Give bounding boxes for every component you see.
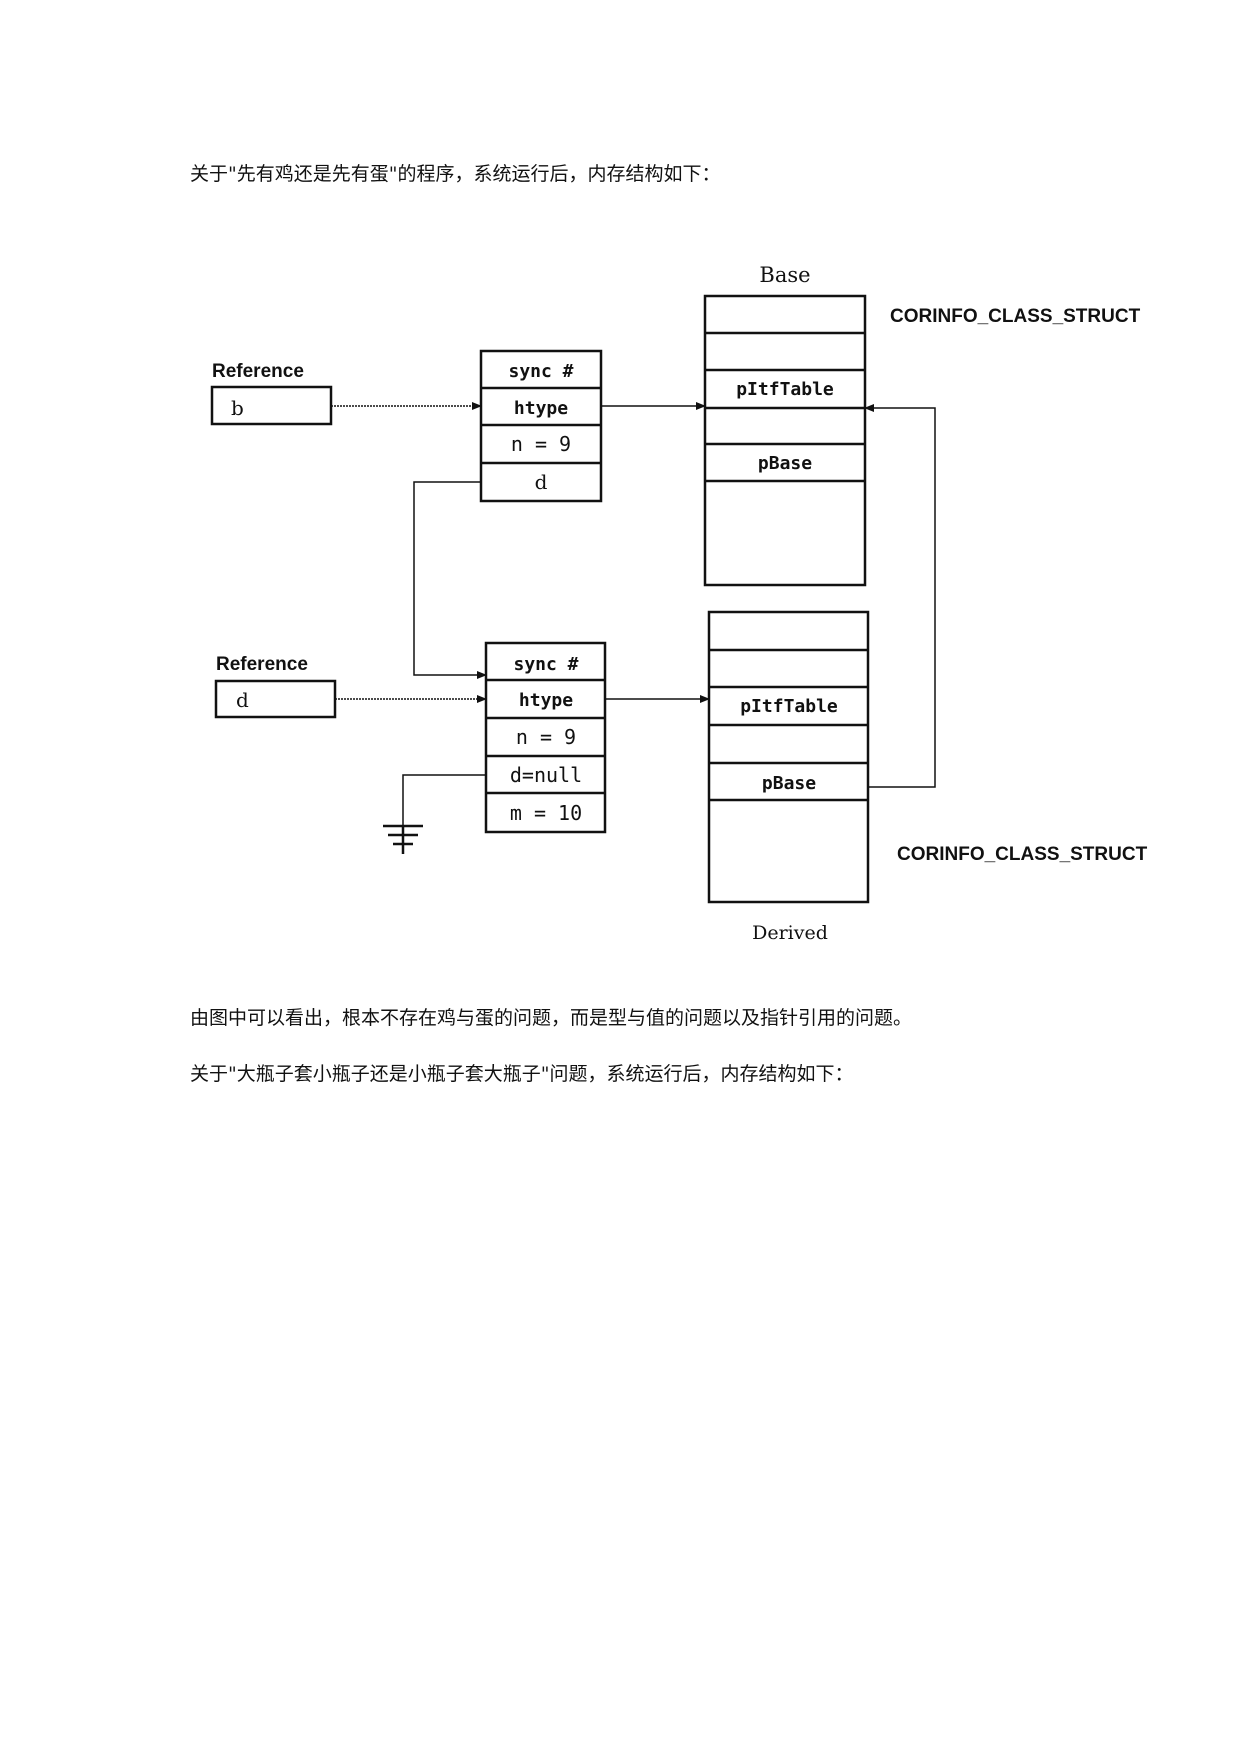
conclusion-paragraph: 由图中可以看出，根本不存在鸡与蛋的问题，而是型与值的问题以及指针引用的问题。 [190,1007,913,1029]
reference-b-box [210,385,333,426]
object-b-d: d [535,470,548,494]
base-pbase-field: pBase [758,453,812,474]
object-d-dnull: d=null [510,763,582,787]
derived-pitftable-field: pItfTable [740,696,838,717]
base-pitftable-field: pItfTable [736,379,834,400]
object-b-n: n = 9 [511,432,571,456]
next-section-paragraph: 关于"大瓶子套小瓶子还是小瓶子套大瓶子"问题，系统运行后，内存结构如下： [190,1063,854,1085]
intro-paragraph: 关于"先有鸡还是先有蛋"的程序，系统运行后，内存结构如下： [190,163,721,185]
pointer-arrows [331,402,936,825]
null-ground-line [402,774,486,825]
base-title: Base [759,263,810,287]
object-b-sync: sync # [508,361,573,382]
object-d-n: n = 9 [516,725,576,749]
derived-title: Derived [752,922,828,944]
object-b-htype: htype [514,398,568,419]
arrow-pbase-to-base [864,404,936,788]
reference-b-name: b [231,396,244,420]
base-class-struct [703,294,867,587]
reference-d-name: d [236,688,249,712]
reference-d-heading: Reference [216,654,308,675]
reference-d-box [214,679,337,719]
reference-b-heading: Reference [212,361,304,382]
class-struct-label-top: CORINFO_CLASS_STRUCT [890,306,1141,327]
arrow-field-d-to-object-d [413,481,487,679]
object-d-box [484,641,607,834]
object-d-sync: sync # [513,654,578,675]
derived-pbase-field: pBase [762,773,816,794]
object-d-htype: htype [519,690,573,711]
derived-class-struct [707,610,870,904]
object-b-box [479,349,603,503]
class-struct-label-bottom: CORINFO_CLASS_STRUCT [897,844,1148,865]
ground-symbol [383,824,423,854]
object-d-m: m = 10 [510,801,582,825]
